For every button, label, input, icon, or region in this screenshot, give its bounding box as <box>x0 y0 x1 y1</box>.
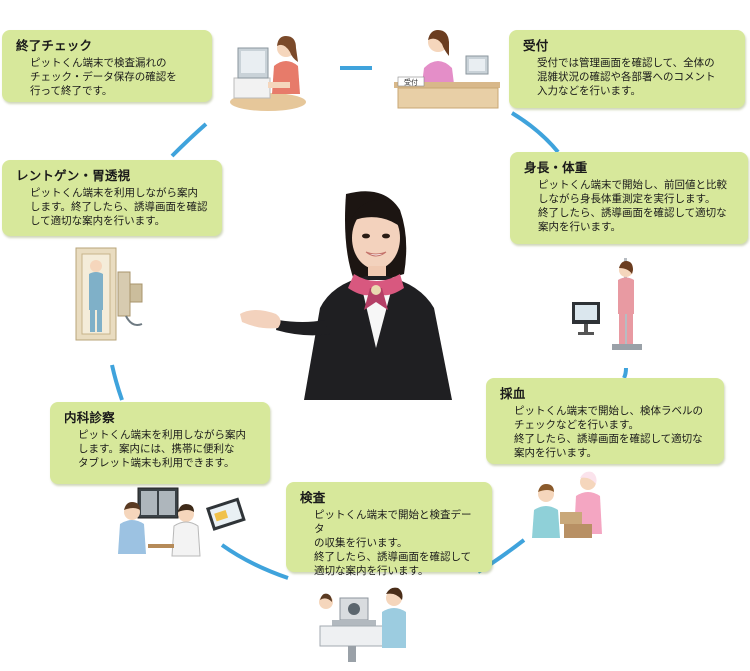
reception-sign: 受付 <box>404 78 418 87</box>
step-examination: 検査 ピットくん端末で開始と検査データ の収集を行います。 終了したら、誘導画面… <box>286 482 492 577</box>
step-xray: レントゲン・胃透視 ピットくん端末を利用しながら案内 します。終了したら、誘導画… <box>2 160 222 236</box>
step-title: 採血 <box>500 386 526 401</box>
step-reception: 受付 受付では管理画面を確認して、全体の 混雑状況の確認や各部署へのコメント 入… <box>509 30 745 108</box>
step-description: ピットくん端末で開始し、検体ラベルの チェックなどを行います。 終了したら、誘導… <box>514 405 703 459</box>
ring-arc-xray-final <box>170 122 208 158</box>
step-description: ピットくん端末で検査漏れの チェック・データ保存の確認を 行って終了です。 <box>30 57 177 97</box>
step-description: 受付では管理画面を確認して、全体の 混雑状況の確認や各部署へのコメント 入力など… <box>537 57 716 97</box>
step-description: ピットくん端末で開始と検査データ の収集を行います。 終了したら、誘導画面を確認… <box>314 509 472 577</box>
step-final-check: 終了チェック ピットくん端末で検査漏れの チェック・データ保存の確認を 行って終… <box>2 30 212 102</box>
examination-illustration <box>319 587 406 662</box>
step-title: 身長・体重 <box>524 160 588 175</box>
height-weight-illustration <box>572 258 642 350</box>
final-check-illustration <box>230 36 306 111</box>
presenter-illustration <box>240 191 452 400</box>
step-title: 内科診察 <box>64 410 115 425</box>
step-title: 終了チェック <box>16 38 93 53</box>
ring-arc-reception-height <box>510 111 560 154</box>
step-description: ピットくん端末で開始し、前回値と比較 しながら身長体重測定を実行します。 終了し… <box>538 179 727 233</box>
step-title: 受付 <box>523 38 549 53</box>
step-height-weight: 身長・体重 ピットくん端末で開始し、前回値と比較 しながら身長体重測定を実行しま… <box>510 152 748 244</box>
step-description: ピットくん端末を利用しながら案内 します。終了したら、誘導画面を確認 して適切な… <box>30 187 208 227</box>
step-description: ピットくん端末を利用しながら案内 します。案内には、携帯に便利な タブレット端末… <box>78 429 246 469</box>
blood-test-illustration <box>532 471 602 538</box>
step-title: 検査 <box>300 490 326 505</box>
ring-arc-height-blood <box>622 367 628 379</box>
ring-arc-exam-internal <box>220 543 289 580</box>
xray-illustration <box>75 247 143 341</box>
internal-medicine-illustration <box>118 487 246 557</box>
step-blood-test: 採血 ピットくん端末で開始し、検体ラベルの チェックなどを行います。 終了したら… <box>486 378 724 464</box>
reception-illustration: 受付 <box>394 30 500 109</box>
step-internal-medicine: 内科診察 ピットくん端末を利用しながら案内 します。案内には、携帯に便利な タブ… <box>50 402 270 484</box>
step-title: レントゲン・胃透視 <box>16 168 131 183</box>
ring-arc-internal-xray <box>110 364 124 401</box>
